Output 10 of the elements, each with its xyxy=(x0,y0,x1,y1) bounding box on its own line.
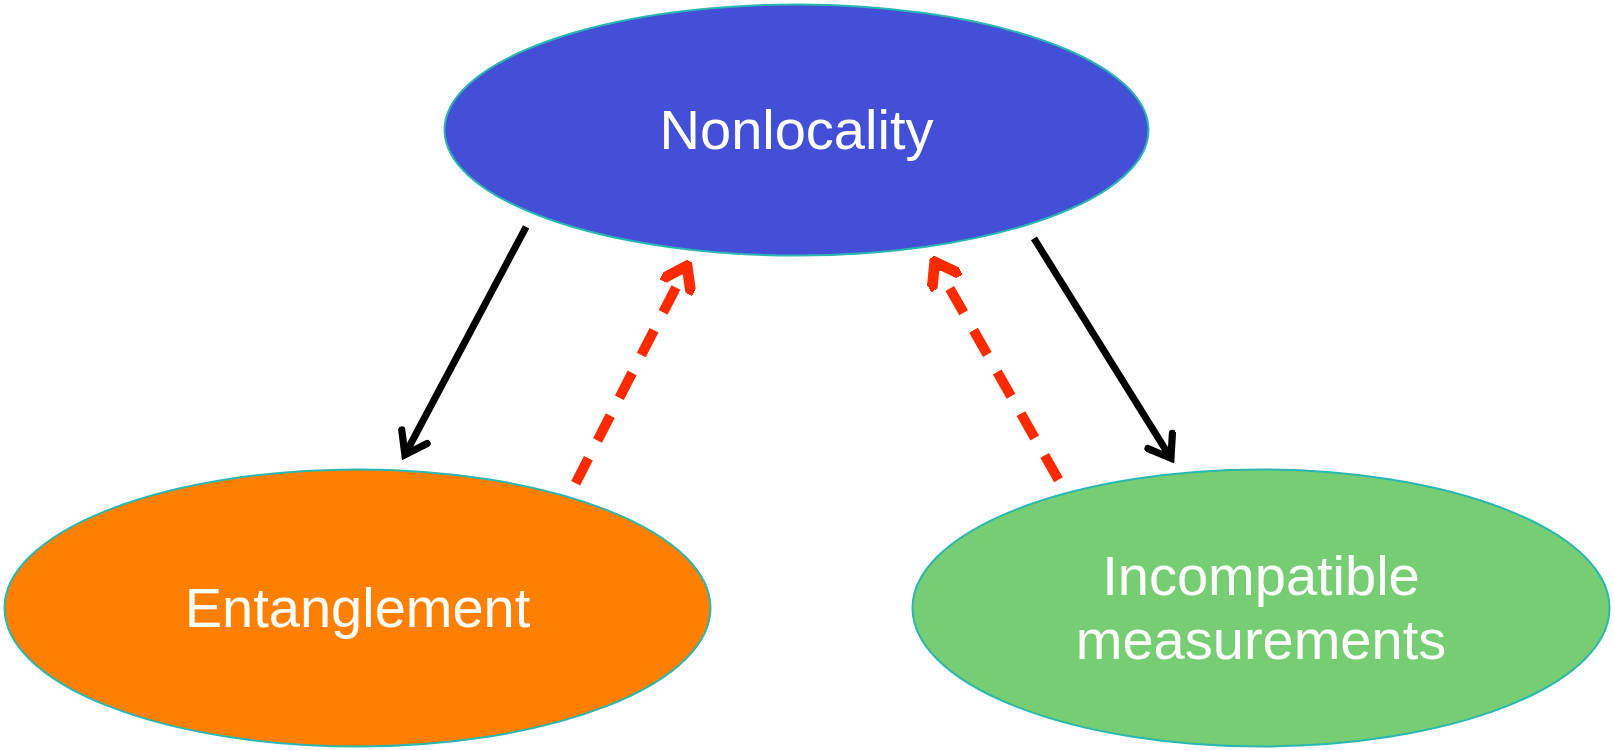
arrow xyxy=(398,225,530,459)
node-label: Entanglement xyxy=(184,575,531,641)
node-label: Nonlocality xyxy=(659,97,934,163)
arrow xyxy=(1030,236,1176,462)
node-label: Incompatible measurements xyxy=(1074,543,1448,673)
arrow xyxy=(926,256,1063,483)
ellipse-node xyxy=(443,3,1150,257)
arrow xyxy=(571,260,696,486)
ellipse-node xyxy=(911,468,1611,748)
ellipse-node xyxy=(3,468,712,748)
